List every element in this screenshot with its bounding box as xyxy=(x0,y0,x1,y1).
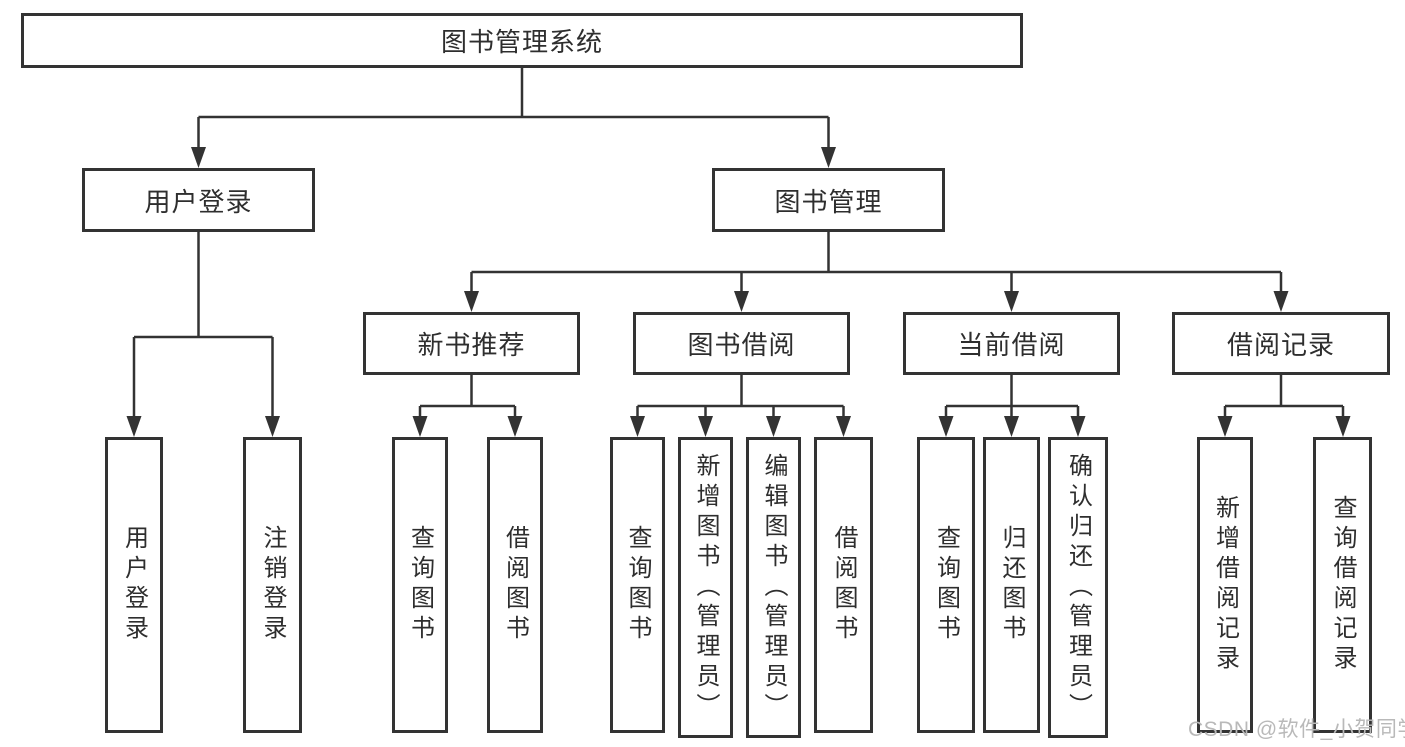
arrowhead-icon xyxy=(126,416,142,437)
edge-book-borrow-to-leaves xyxy=(636,375,845,419)
arrowhead-icon xyxy=(698,416,713,437)
node-label: 查询借阅记录 xyxy=(1329,495,1356,675)
node-book-borrow: 图书借阅 xyxy=(633,312,850,375)
node-root: 图书管理系统 xyxy=(21,13,1023,68)
edge-new-book-recommend-to-leaves xyxy=(418,375,517,419)
arrowhead-icon xyxy=(836,416,851,437)
arrowhead-icon xyxy=(464,291,479,312)
leaf-logout: 注销登录 xyxy=(243,437,302,733)
arrowhead-icon xyxy=(630,416,645,437)
leaf-return-book: 归还图书 xyxy=(983,437,1040,733)
node-label: 图书借阅 xyxy=(687,330,796,360)
leaf-query-book-current: 查询图书 xyxy=(917,437,975,733)
watermark: CSDN @软件_小贺同学 xyxy=(1188,718,1405,741)
node-label: 新增图书（管理员） xyxy=(692,452,719,723)
node-label: 查询图书 xyxy=(932,525,960,645)
node-current-borrow: 当前借阅 xyxy=(903,312,1120,375)
leaf-borrow-book: 借阅图书 xyxy=(814,437,873,733)
node-label: 注销登录 xyxy=(259,525,286,645)
leaf-edit-book-admin: 编辑图书（管理员） xyxy=(746,437,801,738)
arrowhead-icon xyxy=(191,147,206,168)
arrowhead-icon xyxy=(821,147,836,168)
leaf-user-login: 用户登录 xyxy=(105,437,163,733)
arrowhead-icon xyxy=(265,416,280,437)
node-label: 图书管理 xyxy=(774,186,883,217)
arrowhead-icon xyxy=(1217,416,1233,437)
arrowhead-icon xyxy=(1273,291,1289,312)
leaf-add-book-admin: 新增图书（管理员） xyxy=(678,437,733,738)
node-new-book-recommend: 新书推荐 xyxy=(363,312,580,375)
edge-book-management-to-level3 xyxy=(470,232,1283,294)
node-user-login: 用户登录 xyxy=(82,168,315,232)
edge-root-to-level2 xyxy=(197,68,830,150)
arrowhead-icon xyxy=(1335,416,1351,437)
leaf-add-borrow-record: 新增借阅记录 xyxy=(1197,437,1253,733)
node-label: 新增借阅记录 xyxy=(1211,495,1239,675)
node-label: 确认归还（管理员） xyxy=(1064,452,1092,723)
arrowhead-icon xyxy=(412,416,428,437)
arrowhead-icon xyxy=(1004,416,1019,437)
node-label: 当前借阅 xyxy=(957,330,1066,360)
node-label: 编辑图书（管理员） xyxy=(760,452,787,723)
node-borrow-record: 借阅记录 xyxy=(1172,312,1390,375)
leaf-confirm-return-admin: 确认归还（管理员） xyxy=(1048,437,1108,738)
node-label: 图书管理系统 xyxy=(440,27,603,57)
leaf-query-book-recommend: 查询图书 xyxy=(392,437,448,733)
arrowhead-icon xyxy=(507,416,523,437)
leaf-query-book-borrow: 查询图书 xyxy=(610,437,665,733)
arrowhead-icon xyxy=(734,291,749,312)
arrowhead-icon xyxy=(1004,291,1019,312)
leaf-borrow-book-recommend: 借阅图书 xyxy=(487,437,543,733)
arrowhead-icon xyxy=(938,416,954,437)
node-label: 查询图书 xyxy=(624,525,651,645)
node-label: 用户登录 xyxy=(144,186,253,217)
node-label: 新书推荐 xyxy=(417,330,526,360)
leaf-query-borrow-record: 查询借阅记录 xyxy=(1313,437,1372,733)
node-book-management: 图书管理 xyxy=(712,168,945,232)
node-label: 查询图书 xyxy=(406,525,434,645)
node-label: 借阅图书 xyxy=(830,525,857,645)
arrowhead-icon xyxy=(1070,416,1086,437)
edge-borrow-record-to-leaves xyxy=(1223,375,1345,419)
edge-current-borrow-to-leaves xyxy=(944,375,1080,419)
edge-user-login-to-leaves xyxy=(132,232,274,419)
node-label: 用户登录 xyxy=(120,525,148,645)
node-label: 借阅图书 xyxy=(501,525,529,645)
node-label: 归还图书 xyxy=(998,525,1025,645)
node-label: 借阅记录 xyxy=(1226,330,1335,360)
arrowhead-icon xyxy=(766,416,781,437)
